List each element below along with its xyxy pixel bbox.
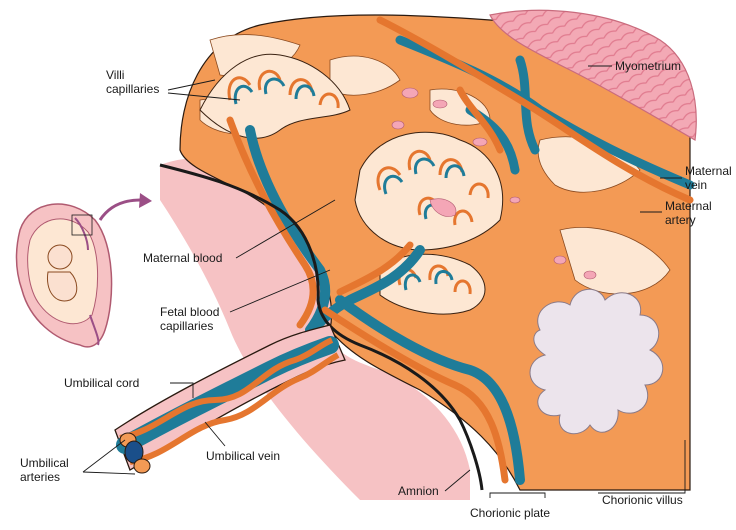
villi-tree-center [354,131,504,251]
maternal-blood-label: Maternal blood [143,251,222,265]
fetal-blood-capillaries-label-line2: capillaries [160,319,213,333]
umbilical-arteries-label-line2: arteries [20,470,60,484]
chorionic-villus-label: Chorionic villus [602,493,683,507]
inset-fetus-uterus [15,203,113,348]
leader-lines [82,65,686,498]
myometrium-label: Myometrium [615,59,681,73]
maternal-artery-label-line2: artery [665,213,696,227]
umbilical-cord [114,324,346,474]
inset-pointer-arrow [98,198,141,221]
villi-capillaries-label-line2: capillaries [106,82,159,96]
chorionic-plate-label: Chorionic plate [470,506,550,520]
maternal-artery-label: Maternal [665,199,712,213]
amnion-label: Amnion [398,484,439,498]
umbilical-vein-label: Umbilical vein [206,449,280,463]
fetal-blood-capillaries-label: Fetal blood [160,305,219,319]
umbilical-arteries-label: Umbilical [20,456,69,470]
umbilical-cord-label: Umbilical cord [64,376,139,390]
chorionic-plate-line [159,163,484,491]
maternal-vein-label: Maternal [685,164,732,178]
maternal-artery [376,16,694,204]
myometrium [489,9,697,141]
villi-capillaries-label: Villi [106,68,124,82]
inset-pointer-arrowhead [139,193,152,208]
maternal-vein-label-line2: vein [685,178,707,192]
maternal-cells [391,87,597,280]
chorionic-villus [529,288,664,435]
villi-tree-upper [199,53,351,139]
